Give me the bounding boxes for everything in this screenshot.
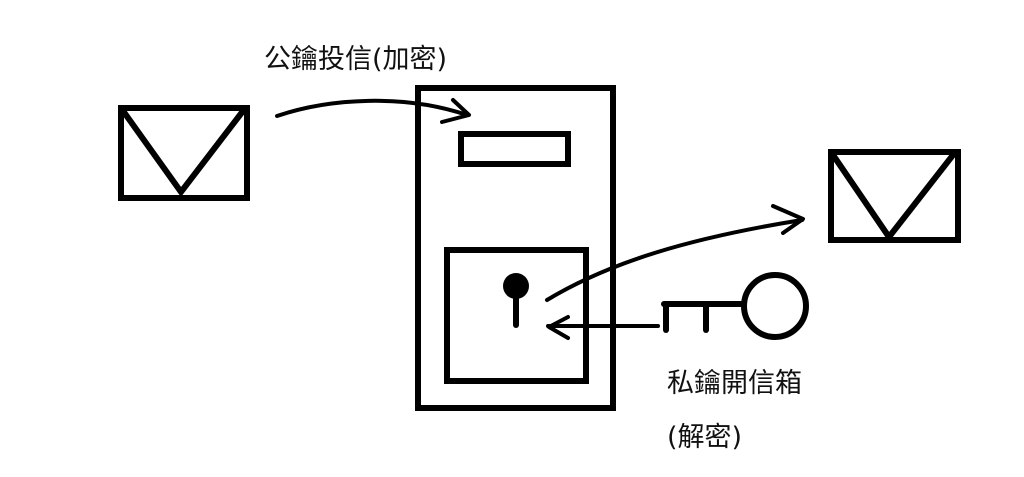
mailbox-slot xyxy=(458,131,571,167)
private-key-open-arrow xyxy=(545,204,805,302)
private-key-label-line2: (解密) xyxy=(667,422,743,453)
key-icon xyxy=(661,272,809,340)
keyhole-icon xyxy=(503,273,529,328)
mailbox-icon xyxy=(415,85,616,411)
private-key-label-line1: 私鑰開信箱 xyxy=(667,368,802,399)
mailbox-door xyxy=(444,247,589,384)
public-key-label: 公鑰投信(加密) xyxy=(264,44,448,75)
key-insert-arrow xyxy=(546,315,660,340)
sender-envelope-icon xyxy=(118,105,250,201)
receiver-envelope-icon xyxy=(828,149,961,243)
public-key-arrow xyxy=(275,98,471,124)
